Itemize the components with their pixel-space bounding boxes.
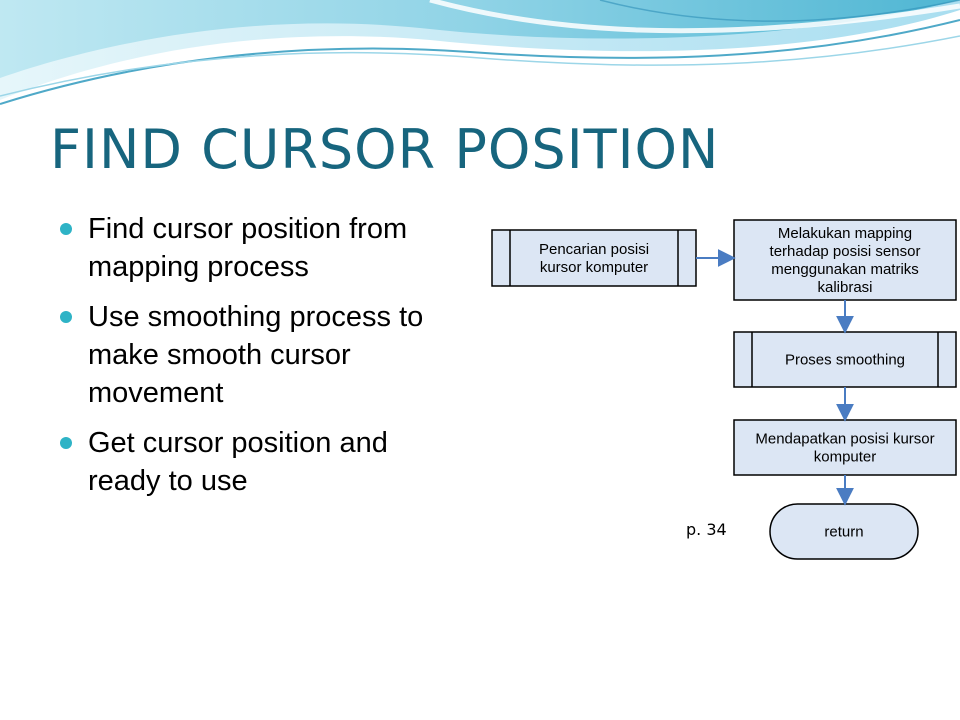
flow-node-smoothing: Proses smoothing	[733, 331, 957, 388]
flow-node-text: kursor komputer	[540, 259, 648, 276]
header-wave-decoration	[0, 0, 960, 105]
flow-node-text: terhadap posisi sensor	[770, 243, 921, 260]
bullet-line: make smooth cursor	[88, 339, 351, 371]
process-box	[733, 219, 957, 301]
bullet-dot-icon	[60, 223, 72, 235]
flow-node-text: Proses smoothing	[785, 352, 905, 369]
page-reference: p. 34	[686, 520, 727, 539]
bullet-line: Use smoothing process to	[88, 301, 424, 333]
bullet-item: Use smoothing process to make smooth cur…	[60, 298, 490, 412]
flow-node-text: komputer	[814, 449, 877, 466]
bullet-line: Find cursor position from	[88, 213, 408, 245]
bullet-dot-icon	[60, 437, 72, 449]
bullet-list: Find cursor position from mapping proces…	[60, 210, 490, 512]
slide-title: FIND CURSOR POSITION	[50, 118, 720, 181]
bullet-line: Get cursor position and	[88, 427, 388, 459]
process-box	[491, 229, 697, 287]
bullet-dot-icon	[60, 311, 72, 323]
flow-node-text: Mendapatkan posisi kursor	[755, 431, 934, 448]
process-box	[733, 419, 957, 476]
flow-node-return: return	[769, 503, 919, 560]
flow-node-text: menggunakan matriks	[771, 261, 919, 278]
flow-node-text: return	[824, 524, 863, 541]
bullet-item: Find cursor position from mapping proces…	[60, 210, 490, 286]
bullet-line: movement	[88, 377, 224, 409]
flow-node-text: kalibrasi	[817, 279, 872, 296]
flow-node-text: Pencarian posisi	[539, 241, 649, 258]
bullet-item: Get cursor position and ready to use	[60, 424, 490, 500]
bullet-line: ready to use	[88, 465, 248, 497]
process-box	[733, 331, 957, 388]
bullet-line: mapping process	[88, 251, 309, 283]
flow-node-text: Melakukan mapping	[778, 225, 912, 242]
